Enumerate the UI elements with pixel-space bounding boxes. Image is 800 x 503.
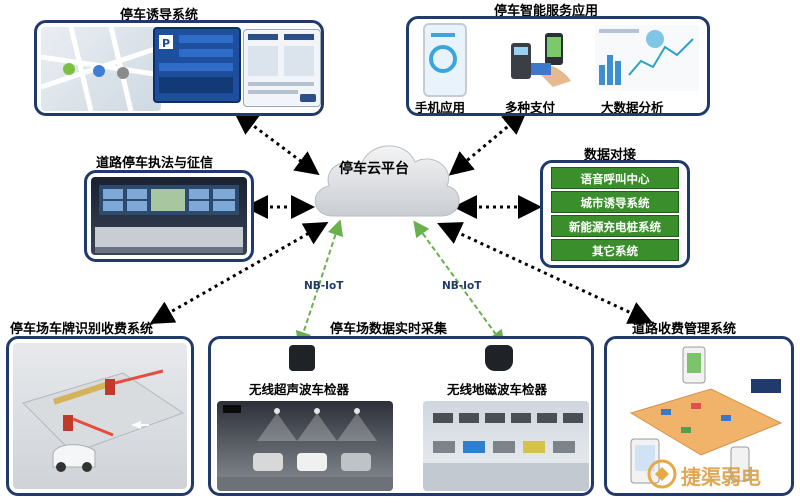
- arrow-nbiot-left: [295, 219, 344, 348]
- docking-item-city: 城市诱导系统: [551, 191, 679, 213]
- phone-app-image: [423, 23, 467, 97]
- enforcement-panel: [84, 170, 254, 262]
- smart-item-payment: 多种支付: [505, 100, 556, 115]
- road-toll-panel: 捷渠弱电: [604, 336, 794, 496]
- guidance-title: 停车诱导系统: [120, 8, 199, 23]
- arrow-road-toll: [437, 222, 653, 324]
- control-room-image: [91, 177, 247, 255]
- ultrasonic-garage-image: [217, 401, 393, 491]
- nbiot-left-label: NB-IoT: [304, 280, 344, 292]
- plate-title: 停车场车牌识别收费系统: [10, 322, 154, 337]
- payment-image: [505, 29, 575, 91]
- cloud-label: 停车云平台: [339, 161, 409, 177]
- docking-item-other: 其它系统: [551, 239, 679, 261]
- realtime-panel: 无线超声波车检器 无线地磁波车检器: [208, 336, 594, 496]
- ultrasonic-sensor-icon: [289, 345, 315, 371]
- geomagnetic-sensor-icon: [485, 345, 513, 371]
- arrow-nbiot-right: [413, 220, 505, 347]
- road-toll-image: [611, 343, 789, 489]
- plate-gate-image: [13, 343, 187, 489]
- cloud-platform: 停车云平台: [305, 128, 465, 228]
- smart-panel: 手机应用 多种支付 大数据分析: [406, 16, 710, 116]
- nbiot-right-label: NB-IoT: [442, 280, 482, 292]
- ultrasonic-label: 无线超声波车检器: [249, 382, 350, 397]
- geomagnetic-label: 无线地磁波车检器: [447, 382, 548, 397]
- watermark-logo: 捷渠弱电: [645, 457, 791, 493]
- arrow-guidance: [233, 110, 320, 176]
- docking-item-voice: 语音呼叫中心: [551, 167, 679, 189]
- arrow-plate: [149, 222, 329, 324]
- realtime-title: 停车场数据实时采集: [330, 322, 448, 337]
- smart-title: 停车智能服务应用: [494, 4, 599, 19]
- guidance-panel: P: [34, 20, 324, 116]
- guidance-sign: P: [153, 27, 241, 103]
- docking-panel: 语音呼叫中心 城市诱导系统 新能源充电桩系统 其它系统: [540, 160, 690, 268]
- guidance-map: [41, 27, 161, 111]
- watermark-emblem-icon: [647, 459, 677, 489]
- smart-item-bigdata: 大数据分析: [601, 100, 664, 115]
- arrow-smart: [448, 110, 528, 176]
- docking-item-charging: 新能源充电桩系统: [551, 215, 679, 237]
- enforcement-title: 道路停车执法与征信: [96, 156, 214, 171]
- smart-item-phone: 手机应用: [415, 100, 466, 115]
- docking-title: 数据对接: [584, 148, 637, 163]
- cloud-icon: [314, 145, 460, 217]
- road-toll-title: 道路收费管理系统: [632, 322, 737, 337]
- geomagnetic-lot-image: [423, 401, 589, 491]
- svg-text:P: P: [162, 37, 170, 50]
- plate-panel: [6, 336, 194, 496]
- bigdata-image: [595, 25, 699, 91]
- watermark-text: 捷渠弱电: [681, 465, 761, 489]
- guidance-screen: [243, 29, 321, 107]
